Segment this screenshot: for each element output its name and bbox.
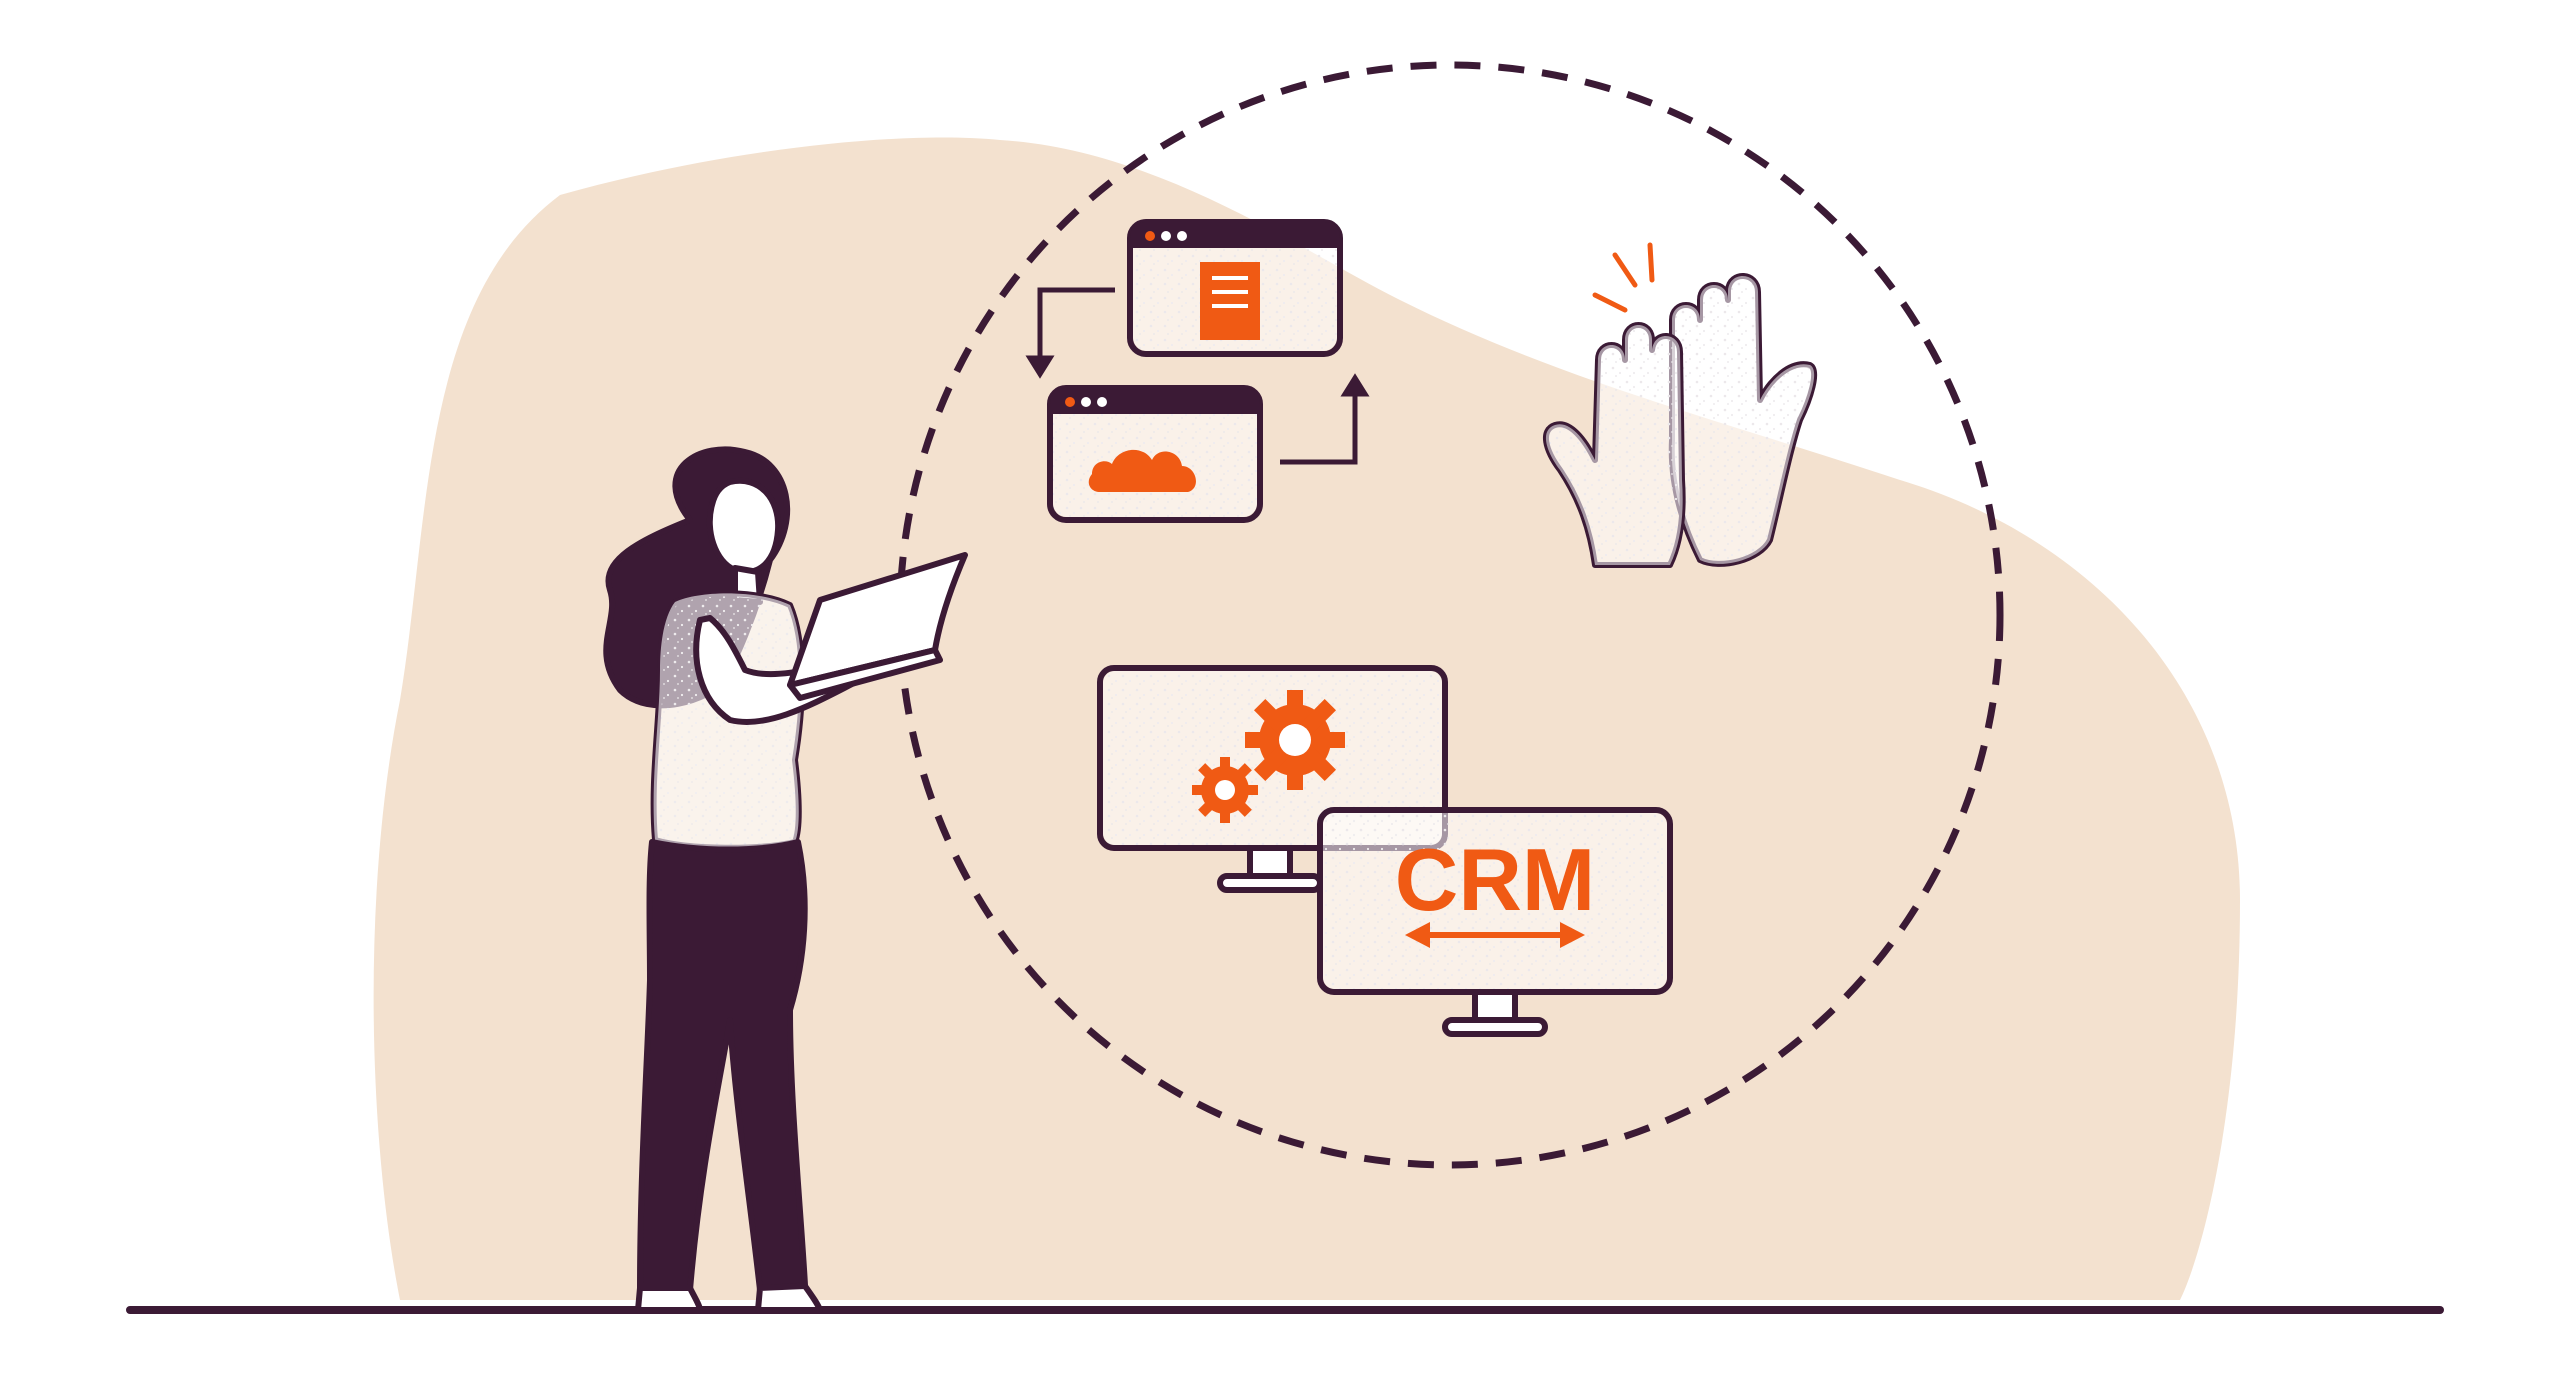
woman-with-laptop <box>603 446 968 1313</box>
crm-label: CRM <box>1395 830 1595 929</box>
woman-left-foot <box>635 1285 703 1313</box>
double-arrow-icon <box>1405 922 1585 948</box>
crm-monitor-icon: CRM <box>1317 807 1673 1037</box>
gears-monitor-icon <box>1097 665 1448 893</box>
front-hand <box>1543 322 1686 568</box>
cloud-window-icon <box>1047 385 1263 523</box>
document-icon <box>1200 262 1260 340</box>
large-gear-icon <box>1245 690 1345 790</box>
clap-spark-lines <box>1592 242 1655 313</box>
sync-arrows-icon <box>1025 287 1370 465</box>
small-gear-icon <box>1192 757 1258 823</box>
woman-pants <box>637 839 808 1293</box>
high-five-hands-icon <box>1543 242 1818 568</box>
back-hand <box>1668 273 1818 567</box>
document-window-icon <box>1127 219 1343 357</box>
cloud-icon <box>1088 449 1196 492</box>
laptop-base <box>787 647 943 701</box>
woman-face <box>706 477 782 575</box>
woman-right-foot <box>755 1283 823 1313</box>
